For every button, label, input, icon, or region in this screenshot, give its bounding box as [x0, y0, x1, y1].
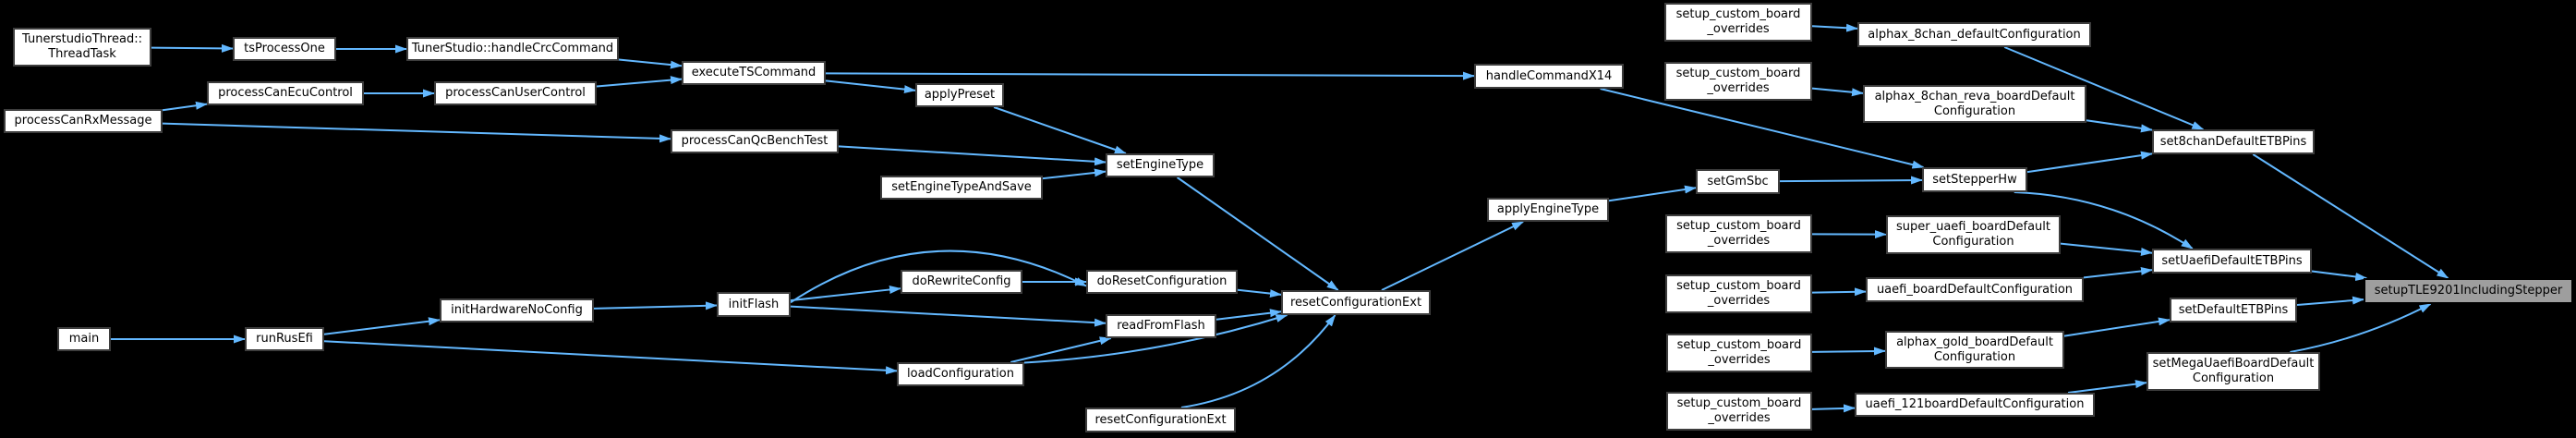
graph-node-loadConfiguration[interactable]: loadConfiguration [897, 362, 1024, 386]
graph-node-processCanEcuControl[interactable]: processCanEcuControl [207, 81, 364, 105]
edge-initFlash-to-readFromFlash [790, 305, 1107, 327]
graph-node-setEngineType[interactable]: setEngineType [1106, 153, 1215, 177]
graph-node-alphax8chanReva[interactable]: alphax_8chan_reva_boardDefault Configura… [1863, 85, 2086, 123]
edge-initHardwareNoConfig-to-initFlash [593, 301, 718, 310]
edge-setGmSbc-to-setStepperHw [1779, 176, 1923, 185]
graph-node-setDefault[interactable]: setDefaultETBPins [2170, 298, 2297, 322]
edge-setStepperHw-to-set8chan [2026, 151, 2153, 174]
graph-node-handleCrcCommand[interactable]: TunerStudio::handleCrcCommand [406, 37, 619, 61]
graph-node-initHardwareNoConfig[interactable]: initHardwareNoConfig [440, 298, 594, 322]
graph-node-doRewriteConfig[interactable]: doRewriteConfig [901, 270, 1022, 294]
edge-setup4-to-uaefiBoard [1811, 287, 1867, 297]
graph-node-alphaxGold[interactable]: alphax_gold_boardDefault Configuration [1885, 331, 2064, 369]
edge-initFlash-to-doRewriteConfig [790, 286, 901, 302]
edge-loadConfiguration-to-resetConfigurationExt [1023, 314, 1288, 364]
edge-superUaefi-to-setUaefi [2060, 242, 2153, 256]
graph-node-setup3[interactable]: setup_custom_board _overrides [1665, 214, 1812, 253]
edge-setup5-to-alphaxGold [1811, 347, 1886, 356]
edge-setEngineTypeAndSave-to-setEngineType [1042, 168, 1107, 180]
graph-node-doResetConfiguration[interactable]: doResetConfiguration [1086, 270, 1238, 294]
edge-executeTSCommand-to-applyPreset [825, 79, 916, 94]
edge-handleCommandX14-to-setStepperHw [1600, 88, 1925, 169]
edge-processCanUserControl-to-executeTSCommand [596, 76, 683, 88]
graph-node-superUaefi[interactable]: super_uaefi_boardDefault Configuration [1886, 215, 2061, 254]
graph-node-resetConfigurationExt2[interactable]: resetConfigurationExt [1085, 408, 1236, 432]
graph-node-readFromFlash[interactable]: readFromFlash [1106, 314, 1216, 338]
edge-applyEngineType-to-setGmSbc [1608, 185, 1697, 202]
edge-alphaxGold-to-setDefault [2063, 317, 2171, 337]
edge-setEngineType-to-resetConfigurationExt [1176, 176, 1339, 291]
graph-node-threadtask[interactable]: TunerstudioThread:: ThreadTask [13, 28, 151, 67]
edge-processCanQcBenchTest-to-setEngineType [838, 145, 1107, 166]
graph-node-setGmSbc[interactable]: setGmSbc [1696, 169, 1780, 194]
edge-runRusEfi-to-initHardwareNoConfig [323, 317, 441, 335]
graph-node-alphax8chanDefault[interactable]: alphax_8chan_defaultConfiguration [1857, 22, 2091, 47]
graph-node-processCanQcBenchTest[interactable]: processCanQcBenchTest [671, 129, 839, 153]
edge-doResetConfiguration-to-resetConfigurationExt [1237, 288, 1282, 298]
graph-node-handleCommandX14[interactable]: handleCommandX14 [1474, 64, 1624, 89]
graph-node-applyPreset[interactable]: applyPreset [915, 83, 1004, 107]
edge-applyPreset-to-setEngineType [993, 106, 1127, 154]
graph-node-processCanRxMessage[interactable]: processCanRxMessage [4, 109, 163, 133]
graph-node-resetConfigurationExt[interactable]: resetConfigurationExt [1281, 290, 1431, 315]
graph-node-setEngineTypeAndSave[interactable]: setEngineTypeAndSave [880, 176, 1043, 200]
edge-resetConfigurationExt-to-applyEngineType [1381, 221, 1524, 291]
edge-setUaefi-to-setupTLE [2311, 270, 2368, 281]
edge-readFromFlash-to-resetConfigurationExt [1215, 309, 1282, 321]
edge-processCanRxMessage-to-processCanEcuControl [162, 101, 208, 112]
edge-processCanRxMessage-to-processCanQcBenchTest [162, 122, 671, 143]
graph-node-setup4[interactable]: setup_custom_board _overrides [1665, 274, 1812, 313]
graph-node-setupTLE: setupTLE9201IncludingStepper [2364, 278, 2573, 304]
graph-node-tsProcessOne[interactable]: tsProcessOne [233, 37, 336, 61]
edge-handleCrcCommand-to-executeTSCommand [618, 58, 683, 69]
graph-node-initFlash[interactable]: initFlash [717, 292, 791, 317]
edge-runRusEfi-to-loadConfiguration [323, 340, 898, 375]
edge-setStepperHw-to-setUaefi [2014, 191, 2194, 249]
edge-initFlash-to-doResetConfiguration [790, 249, 1087, 304]
edge-threadtask-to-tsProcessOne [151, 43, 234, 53]
edge-set8chan-to-setupTLE [2252, 153, 2449, 279]
graph-node-setup1[interactable]: setup_custom_board _overrides [1664, 3, 1812, 42]
edge-resetConfigurationExt2-to-resetConfigurationExt [1180, 314, 1336, 408]
edge-setup1-to-alphax8chanDefault [1811, 23, 1858, 32]
graph-node-setStepperHw[interactable]: setStepperHw [1922, 167, 2027, 192]
graph-node-runRusEfi[interactable]: runRusEfi [245, 327, 324, 351]
graph-node-setup2[interactable]: setup_custom_board _overrides [1664, 62, 1812, 101]
edge-executeTSCommand-to-handleCommandX14 [825, 71, 1475, 80]
graph-node-executeTSCommand[interactable]: executeTSCommand [682, 61, 826, 85]
graph-node-set8chan[interactable]: set8chanDefaultETBPins [2152, 129, 2315, 154]
graph-node-setUaefi[interactable]: setUaefiDefaultETBPins [2152, 249, 2312, 274]
edge-alphax8chanReva-to-set8chan [2086, 119, 2153, 133]
edge-alphax8chanDefault-to-set8chan [2003, 46, 2205, 130]
edge-loadConfiguration-to-readFromFlash [1010, 336, 1112, 363]
graph-node-setup6[interactable]: setup_custom_board _overrides [1666, 392, 1812, 431]
graph-node-applyEngineType[interactable]: applyEngineType [1487, 198, 1609, 222]
edge-setup6-to-uaefi121 [1811, 404, 1856, 413]
graph-node-uaefiBoard[interactable]: uaefi_boardDefaultConfiguration [1866, 277, 2084, 302]
edge-uaefi121-to-setMegaUaefi [2067, 380, 2147, 394]
graph-node-processCanUserControl[interactable]: processCanUserControl [434, 81, 597, 105]
graph-node-uaefi121[interactable]: uaefi_121boardDefaultConfiguration [1855, 393, 2095, 417]
graph-node-setup5[interactable]: setup_custom_board _overrides [1666, 334, 1812, 372]
graph-node-main[interactable]: main [57, 327, 111, 351]
edge-uaefiBoard-to-setUaefi [2083, 266, 2153, 279]
graph-node-setMegaUaefi[interactable]: setMegaUaefiBoardDefault Configuration [2147, 352, 2320, 391]
edge-setup2-to-alphax8chanReva [1811, 87, 1864, 97]
edge-setMegaUaefi-to-setupTLE [2290, 303, 2432, 353]
edge-setDefault-to-setupTLE [2296, 296, 2364, 306]
